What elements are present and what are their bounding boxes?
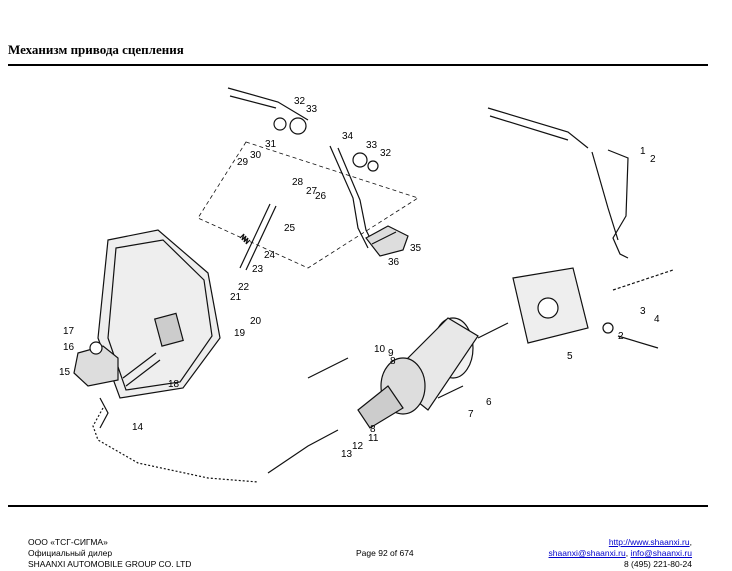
callout-10: 10 — [374, 344, 386, 355]
footer-rule — [8, 505, 708, 507]
callout-32b: 32 — [380, 148, 392, 159]
callout-23: 23 — [252, 264, 264, 275]
header-rule — [8, 64, 708, 66]
callout-8b: 8 — [370, 424, 376, 435]
callout-24: 24 — [264, 250, 276, 261]
booster-rear — [357, 385, 404, 429]
reservoir — [73, 345, 119, 387]
callout-6: 6 — [486, 397, 492, 408]
callout-7: 7 — [468, 409, 474, 420]
footer-phone: 8 (495) 221-80-24 — [623, 559, 692, 569]
fluid-line — [92, 407, 259, 483]
callout-36: 36 — [388, 257, 400, 268]
release-shaft — [487, 107, 589, 149]
hose-bellows — [122, 352, 161, 387]
pedal-pad — [365, 225, 409, 257]
push-rod-lower — [267, 429, 339, 474]
push-rod — [239, 203, 271, 269]
callout-5: 5 — [567, 351, 573, 362]
bushing-32 — [273, 117, 287, 131]
callout-30: 30 — [250, 150, 262, 161]
callout-33: 33 — [306, 104, 318, 115]
callout-18: 18 — [168, 379, 180, 390]
callout-4: 4 — [654, 314, 660, 325]
fitting-10 — [307, 357, 349, 379]
spring — [239, 233, 251, 245]
callout-9: 9 — [388, 348, 394, 359]
cylinder-cap — [153, 312, 184, 347]
callout-29: 29 — [237, 157, 249, 168]
callout-12: 12 — [352, 441, 364, 452]
bushing-33 — [289, 117, 307, 135]
footer-role: Официальный дилер — [28, 548, 113, 558]
callout-31: 31 — [265, 139, 277, 150]
email-link-2[interactable]: info@shaanxi.ru — [630, 548, 692, 558]
footer-company: ООО «ТСГ-СИГМА» Официальный дилер SHAANX… — [28, 537, 191, 570]
callout-25: 25 — [284, 223, 296, 234]
footer-page-number: Page 92 of 674 — [356, 548, 414, 558]
release-fork — [607, 149, 629, 259]
callout-19: 19 — [234, 328, 246, 339]
website-link[interactable]: http://www.shaanxi.ru — [608, 537, 690, 547]
callout-33b: 33 — [366, 140, 378, 151]
page-title: Механизм привода сцепления — [8, 42, 184, 57]
pedal-shaft — [227, 87, 309, 121]
callout-22: 22 — [238, 282, 250, 293]
callout-8: 8 — [390, 356, 396, 367]
callout-2: 2 — [650, 154, 656, 165]
callout-1: 1 — [640, 146, 646, 157]
return-spring — [612, 269, 674, 291]
callout-28: 28 — [292, 177, 304, 188]
clutch-drive-drawing: 1 2 3 4 5 6 7 8 9 10 11 12 13 14 15 16 1… — [59, 87, 674, 483]
callout-27: 27 — [306, 186, 318, 197]
bolt-4 — [617, 335, 659, 349]
callout-21: 21 — [230, 292, 242, 303]
callout-34: 34 — [342, 131, 354, 142]
callout-15: 15 — [59, 367, 71, 378]
pedal-arm — [329, 145, 369, 249]
email-link-1[interactable]: shaanxi@shaanxi.ru — [548, 548, 626, 558]
exploded-diagram: 1 2 3 4 5 6 7 8 9 10 11 12 13 14 15 16 1… — [8, 68, 708, 502]
callout-2b: 2 — [618, 331, 624, 342]
callout-3: 3 — [640, 306, 646, 317]
callout-26: 26 — [315, 191, 327, 202]
callout-13: 13 — [341, 449, 353, 460]
callout-17: 17 — [63, 326, 75, 337]
callout-32: 32 — [294, 96, 306, 107]
footer-company-name: ООО «ТСГ-СИГМА» — [28, 537, 108, 547]
footer-contacts: http://www.shaanxi.ru, shaanxi@shaanxi.r… — [548, 537, 692, 569]
callout-11: 11 — [368, 433, 379, 444]
bushing-33b — [352, 152, 368, 168]
callout-14: 14 — [132, 422, 144, 433]
callout-20: 20 — [250, 316, 262, 327]
callout-35: 35 — [410, 243, 422, 254]
callout-16: 16 — [63, 342, 75, 353]
footer-group: SHAANXI AUTOMOBILE GROUP CO. LTD — [28, 559, 192, 569]
bushing-32b — [367, 160, 379, 172]
